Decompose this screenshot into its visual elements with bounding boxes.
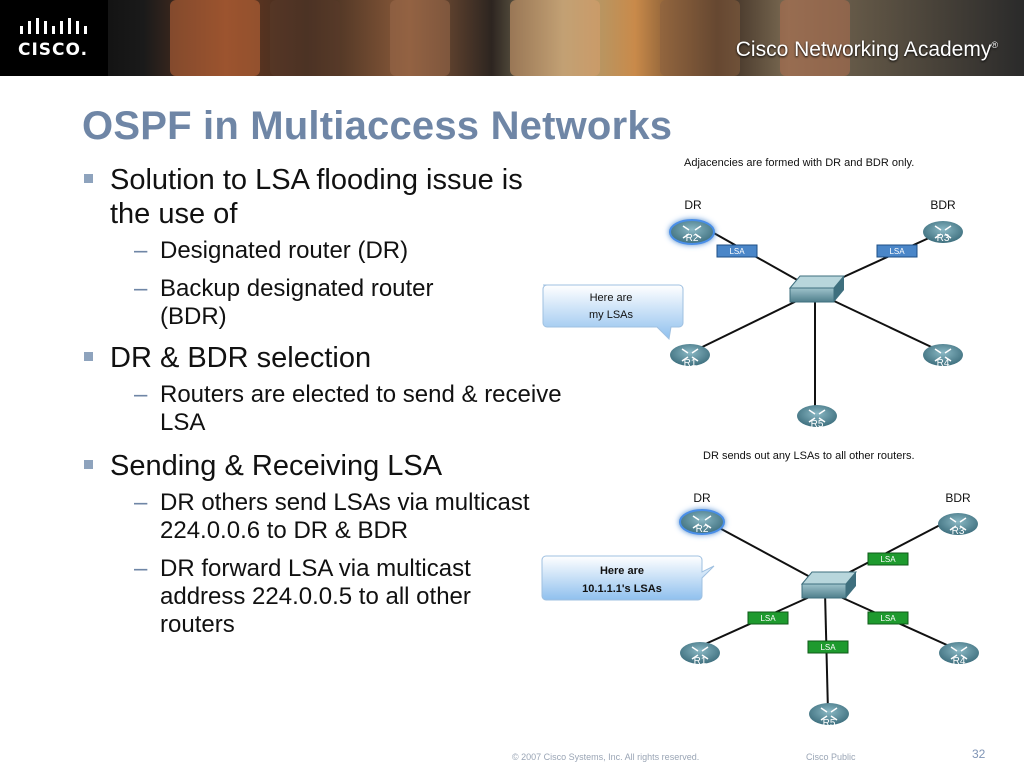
lsa-tag: LSA (747, 611, 789, 625)
links-top (691, 231, 943, 412)
dr-label: DR (693, 491, 711, 505)
cisco-bars-icon (20, 18, 87, 34)
router-icon: R4 (939, 642, 979, 667)
svg-text:R2: R2 (686, 233, 699, 244)
svg-text:LSA: LSA (880, 555, 896, 564)
banner-photo (390, 0, 450, 76)
svg-text:Here are: Here are (590, 292, 633, 304)
classification-text: Cisco Public (806, 752, 856, 762)
lsa-tag: LSA (867, 611, 909, 625)
lsa-tag: LSA (807, 640, 849, 654)
svg-text:R4: R4 (953, 656, 966, 667)
dash-icon: – (134, 275, 148, 302)
page-number: 32 (972, 747, 986, 761)
router-icon: R4 (923, 344, 963, 369)
dash-icon: – (134, 237, 148, 264)
speech-bubble: Here are 10.1.1.1's LSAs (541, 555, 715, 601)
sub-bullet-item: – DR others send LSAs via multicast 224.… (134, 489, 530, 544)
dr-label: DR (684, 198, 702, 212)
sub-bullet-item: – DR forward LSA via multicast address 2… (134, 555, 471, 638)
svg-text:Here are: Here are (600, 565, 644, 577)
bullet-item: Sending & Receiving LSA (84, 449, 564, 483)
banner-photo (170, 0, 260, 76)
sub-bullet-item: – Routers are elected to send & receive … (134, 381, 562, 436)
banner-photo (780, 0, 850, 76)
diagram-bottom: LSA LSA LSA LSA DR BDR R2 R3 R1 (541, 491, 979, 729)
cisco-wordmark: CISCO. (18, 40, 89, 60)
ospf-diagrams: LSA LSA DR BDR R2 R3 R1 R4 (541, 198, 979, 729)
links-bottom (691, 523, 959, 713)
router-icon: R2 (669, 219, 715, 245)
router-icon: R1 (680, 642, 720, 667)
diagram-bottom-caption: DR sends out any LSAs to all other route… (703, 450, 915, 462)
svg-text:R3: R3 (937, 233, 950, 244)
diagram-top-caption: Adjacencies are formed with DR and BDR o… (684, 157, 915, 169)
banner-photo (660, 0, 740, 76)
router-icon: R3 (938, 513, 978, 537)
svg-text:LSA: LSA (729, 247, 745, 256)
router-icon: R5 (809, 703, 849, 729)
svg-text:R1: R1 (694, 656, 707, 667)
speech-bubble: Here are my LSAs (542, 284, 684, 341)
dash-icon: – (134, 489, 148, 516)
svg-text:R2: R2 (696, 524, 709, 535)
router-icon: R5 (797, 405, 837, 430)
diagram-top: LSA LSA DR BDR R2 R3 R1 R4 (542, 198, 963, 430)
bullet-item: Solution to LSA flooding issue is the us… (84, 163, 564, 231)
lsa-tag: LSA (716, 244, 758, 258)
cisco-logo: CISCO. (0, 0, 108, 76)
svg-text:R1: R1 (684, 358, 697, 369)
svg-text:R5: R5 (823, 718, 836, 729)
sub-bullet-item: – Backup designated router (BDR) (134, 275, 434, 330)
router-icon: R1 (670, 344, 710, 369)
svg-text:LSA: LSA (880, 614, 896, 623)
svg-text:R4: R4 (937, 358, 950, 369)
academy-title: Cisco Networking Academy® (735, 38, 998, 61)
svg-text:R5: R5 (811, 419, 824, 430)
router-icon: R2 (679, 509, 725, 535)
copyright-text: © 2007 Cisco Systems, Inc. All rights re… (512, 752, 700, 762)
svg-text:LSA: LSA (820, 643, 836, 652)
bullet-list: Solution to LSA flooding issue is the us… (84, 163, 564, 649)
switch-icon (800, 571, 858, 599)
header-banner: CISCO. Cisco Networking Academy® (0, 0, 1024, 76)
bullet-square-icon (84, 174, 93, 183)
lsa-tag: LSA (867, 552, 909, 566)
bdr-label: BDR (930, 198, 956, 212)
banner-photo (510, 0, 600, 76)
bullet-square-icon (84, 352, 93, 361)
bdr-label: BDR (945, 491, 971, 505)
banner-photo (270, 0, 340, 76)
lsa-tag: LSA (876, 244, 918, 258)
router-icon: R3 (923, 221, 963, 244)
svg-text:LSA: LSA (760, 614, 776, 623)
svg-text:LSA: LSA (889, 247, 905, 256)
bullet-square-icon (84, 460, 93, 469)
sub-bullet-item: – Designated router (DR) (134, 237, 409, 264)
dash-icon: – (134, 381, 148, 408)
svg-text:my LSAs: my LSAs (589, 309, 634, 321)
svg-text:10.1.1.1's LSAs: 10.1.1.1's LSAs (582, 583, 662, 595)
bullet-item: DR & BDR selection (84, 341, 564, 375)
switch-icon (788, 275, 846, 303)
slide-title: OSPF in Multiaccess Networks (82, 104, 673, 148)
svg-text:R3: R3 (952, 526, 965, 537)
dash-icon: – (134, 555, 148, 582)
